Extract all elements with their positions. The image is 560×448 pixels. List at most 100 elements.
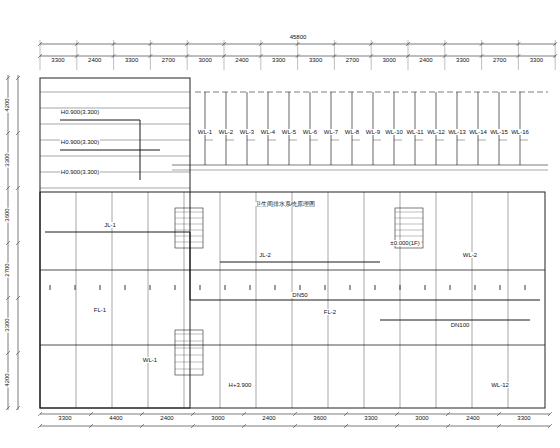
drawing-stroke (297, 40, 298, 70)
drawing-stroke (76, 40, 77, 70)
drawing-stroke (6, 186, 10, 190)
drawing-stroke (395, 224, 423, 225)
dimension-text: 3300 (4, 152, 10, 167)
dimension-text: 2400 (465, 415, 480, 421)
dimension-text: 4200 (4, 372, 10, 387)
pipe-label: FL-1 (93, 307, 107, 313)
drawing-stroke (184, 192, 185, 408)
drawing-stroke (300, 285, 301, 290)
drawing-stroke (446, 412, 450, 416)
drawing-stroke (175, 212, 203, 213)
drawing-stroke (247, 140, 255, 141)
pipe-label: WL-2 (218, 129, 234, 135)
drawing-stroke (225, 285, 226, 290)
drawing-stroke (191, 424, 195, 428)
dimension-text: 2700 (492, 57, 507, 63)
dimension-text: 3600 (4, 207, 10, 222)
drawing-stroke (289, 140, 297, 141)
drawing-stroke (175, 236, 203, 237)
drawing-stroke (325, 285, 326, 290)
dimension-text: 3600 (312, 415, 327, 421)
drawing-stroke (175, 362, 203, 363)
drawing-stroke (76, 192, 77, 408)
pipe-label: JL-1 (103, 222, 117, 228)
drawing-stroke (548, 412, 552, 416)
dimension-text: 2400 (418, 57, 433, 63)
drawing-stroke (191, 412, 195, 416)
drawing-stroke (352, 140, 360, 141)
drawing-stroke (395, 230, 423, 231)
pipe-label: WL-2 (462, 252, 478, 258)
pipe-label: WL-15 (489, 129, 509, 135)
drawing-stroke (75, 285, 76, 290)
drawing-stroke (446, 424, 450, 428)
drawing-stroke (40, 124, 190, 125)
pipe-label: FL-2 (323, 309, 337, 315)
drawing-stroke (457, 140, 465, 141)
dimension-text: 3000 (382, 57, 397, 63)
drawing-stroke (395, 236, 423, 237)
drawing-stroke (497, 424, 501, 428)
pipe-label: WL-10 (384, 129, 404, 135)
pipe-label: JL-2 (258, 252, 272, 258)
drawing-stroke (292, 192, 293, 408)
drawing-stroke (150, 40, 151, 70)
drawing-stroke (220, 192, 221, 408)
dimension-text: 45800 (289, 34, 308, 40)
drawing-stroke (16, 131, 20, 135)
drawing-stroke (140, 412, 144, 416)
drawing-stroke (175, 334, 203, 335)
drawing-stroke (205, 140, 213, 141)
drawing-stroke (293, 412, 297, 416)
drawing-stroke (6, 406, 10, 410)
drawing-stroke (40, 156, 190, 157)
drawing-stroke (175, 285, 176, 290)
drawing-stroke (100, 285, 101, 290)
drawing-stroke (16, 406, 20, 410)
drawing-stroke (548, 424, 552, 428)
pipe-label: WL-1 (142, 357, 158, 363)
drawing-stroke (150, 285, 151, 290)
dimension-text: 3300 (4, 317, 10, 332)
drawing-stroke (478, 140, 486, 141)
drawing-stroke (16, 186, 20, 190)
pipe-label: WL-13 (447, 129, 467, 135)
drawing-stroke (328, 192, 329, 408)
drawing-stroke (344, 412, 348, 416)
drawing-stroke (371, 40, 372, 70)
dimension-text: 4200 (4, 97, 10, 112)
drawing-stroke (520, 140, 528, 141)
dimension-text: 2400 (234, 57, 249, 63)
dimension-text: 2400 (261, 415, 276, 421)
drawing-stroke (38, 424, 42, 428)
pipe-label: WL-11 (405, 129, 424, 135)
dimension-text: 3300 (363, 415, 378, 421)
drawing-stroke (40, 40, 41, 70)
pipe-label: WL-7 (323, 129, 339, 135)
pipe-label: H0.900(3.300) (60, 139, 100, 145)
pipe-label: WL-5 (281, 129, 297, 135)
drawing-stroke (394, 140, 402, 141)
drawing-stroke (293, 424, 297, 428)
drawing-stroke (148, 192, 149, 408)
pipe-label: ±0.000(1F) (389, 240, 420, 246)
pipe-label: WL-12 (490, 382, 510, 388)
drawing-stroke (242, 412, 246, 416)
dimension-text: 3300 (271, 57, 286, 63)
pipe-label: WL-6 (302, 129, 318, 135)
drawing-stroke (497, 412, 501, 416)
drawing-stroke (256, 192, 257, 408)
dimension-text: 3000 (198, 57, 213, 63)
dimension-text: 2700 (4, 262, 10, 277)
drawing-stroke (260, 40, 261, 70)
drawing-stroke (125, 285, 126, 290)
drawing-stroke (472, 192, 473, 408)
drawing-stroke (175, 355, 203, 356)
drawing-stroke (415, 140, 423, 141)
drawing-stroke (364, 192, 365, 408)
drawing-stroke (16, 241, 20, 245)
drawing-stroke (224, 40, 225, 70)
dimension-text: 3300 (516, 415, 531, 421)
drawing-stroke (6, 351, 10, 355)
